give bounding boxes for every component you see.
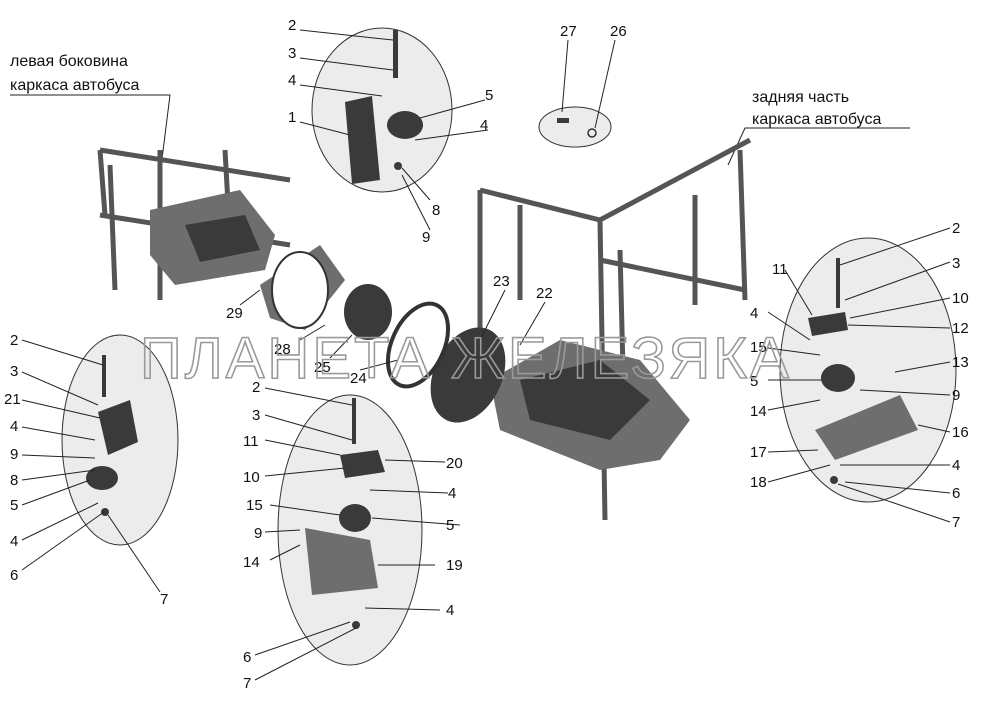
leader-lines [21,29,951,681]
callout-top-8: 8 [432,202,440,219]
disc-25 [344,284,392,340]
bolt-2-mid [352,398,356,444]
rubber-cushion-5 [387,111,423,139]
callout-mid-10: 10 [243,469,260,486]
callout-right-13: 13 [952,354,969,371]
callout-27: 27 [560,23,577,40]
callout-mid-3: 3 [252,407,260,424]
callout-mid-4a: 4 [448,485,456,502]
callout-mid-7: 7 [243,675,251,692]
mid-mount-group [277,394,423,666]
callout-26: 26 [610,23,627,40]
callout-top-2: 2 [288,17,296,34]
watermark-text: ПЛАНЕТА ЖЕЛЕЗЯКА [140,326,792,391]
callout-mid-2: 2 [252,379,260,396]
callout-right-14: 14 [750,403,767,420]
caption-left-side-line2: каркаса автобуса [10,77,139,94]
callout-left-8: 8 [10,472,18,489]
callout-left-4b: 4 [10,533,18,550]
nut-7-right [830,476,838,484]
callout-top-1: 1 [288,109,296,126]
bolt-2-left [102,355,106,397]
bolt-2 [393,30,398,78]
nut-7-left [101,508,109,516]
callout-top-4b: 4 [480,117,488,134]
ring-24 [385,301,451,389]
callout-left-9: 9 [10,446,18,463]
engine-block-22 [490,340,690,470]
callout-right-16: 16 [952,424,969,441]
callout-left-7: 7 [160,591,168,608]
callout-mid-11: 11 [243,433,259,450]
callout-top-3: 3 [288,45,296,62]
callout-right-10: 10 [952,290,969,307]
small-parts-group [538,106,612,148]
callout-right-6: 6 [952,485,960,502]
caption-rear-line2: каркаса автобуса [752,111,881,128]
flywheel-23 [430,327,506,423]
callout-right-12: 12 [952,320,969,337]
callout-28: 28 [274,341,291,358]
callout-29: 29 [226,305,243,322]
callout-left-4a: 4 [10,418,18,435]
housing-opening [271,251,329,329]
caption-left-leader [10,94,171,176]
caption-rear-leader [727,127,910,166]
pin-27 [557,118,569,123]
callout-labels: 2 3 4 5 1 4 8 9 27 26 29 28 25 24 23 22 … [4,17,969,692]
callout-right-4a: 4 [750,305,758,322]
washer-26 [587,128,597,138]
plate-19 [305,528,378,595]
callout-left-2: 2 [10,332,18,349]
caption-rear-line1: задняя часть [752,89,849,106]
callout-left-5: 5 [10,497,18,514]
right-mount-group [779,237,957,503]
callout-right-5: 5 [750,373,758,390]
cushion-5-left [86,466,118,490]
callout-right-11: 11 [772,261,788,278]
bracket-21 [98,400,138,455]
cushion-5-mid [339,504,371,532]
callout-mid-4b: 4 [446,602,454,619]
callout-mid-14: 14 [243,554,260,571]
callout-right-3: 3 [952,255,960,272]
callout-right-2: 2 [952,220,960,237]
callout-25: 25 [314,359,331,376]
callout-mid-19: 19 [446,557,463,574]
callout-right-7: 7 [952,514,960,531]
callout-top-9: 9 [422,229,430,246]
callout-left-21: 21 [4,391,21,408]
callout-top-4a: 4 [288,72,296,89]
callout-right-18: 18 [750,474,767,491]
callout-right-4b: 4 [952,457,960,474]
bracket-12 [808,312,848,336]
callout-23: 23 [493,273,510,290]
callout-right-15: 15 [750,339,767,356]
callout-mid-20: 20 [446,455,463,472]
nut-7-mid [352,621,360,629]
left-mount-group [61,334,179,546]
callout-left-3: 3 [10,363,18,380]
callout-22: 22 [536,285,553,302]
callout-mid-9: 9 [254,525,262,542]
bracket-1 [345,96,380,184]
nut-9 [394,162,402,170]
bolt-2-right [836,258,840,308]
callout-top-5: 5 [485,87,493,104]
callout-mid-15: 15 [246,497,263,514]
callout-mid-5: 5 [446,517,454,534]
callout-left-6: 6 [10,567,18,584]
plate-16 [815,395,918,460]
top-mount-group [311,27,453,193]
cushion-5-right [821,364,855,392]
callout-mid-6: 6 [243,649,251,666]
callout-right-9: 9 [952,387,960,404]
bracket-20 [340,450,385,478]
callout-right-17: 17 [750,444,767,461]
callout-24: 24 [350,370,367,387]
left-side-frame [97,147,291,300]
caption-left-side-line1: левая боковина [10,53,128,70]
